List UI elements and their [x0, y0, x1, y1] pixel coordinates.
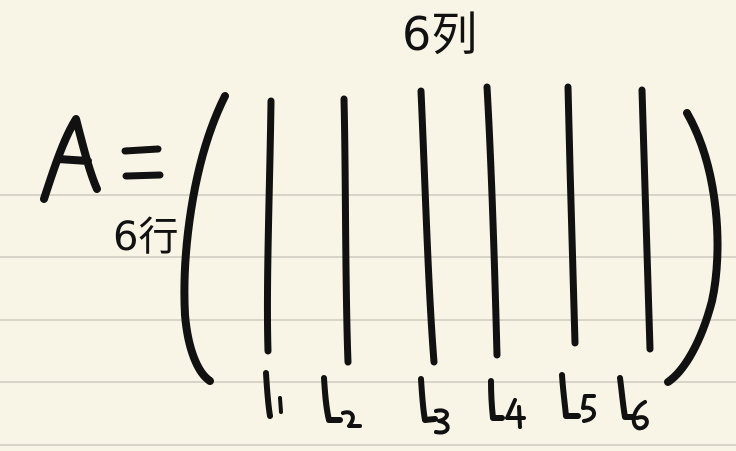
equals-sign: [121, 145, 164, 180]
column-vector-2: [340, 95, 352, 366]
ruled-line: [0, 194, 736, 196]
ruled-line: [0, 381, 736, 383]
ruled-line: [0, 256, 736, 258]
column-vector-4: [483, 83, 501, 359]
rows-label: 6行: [113, 214, 179, 260]
column-vector-1: [263, 97, 275, 355]
ruled-line: [0, 319, 736, 321]
column-vector-label-5: [559, 372, 596, 423]
left-parenthesis: [180, 92, 229, 385]
ruled-line: [0, 444, 736, 446]
column-vector-6: [638, 86, 654, 353]
right-parenthesis: [664, 109, 722, 386]
column-vector-label-3: [418, 376, 450, 435]
columns-label: 6列: [402, 7, 478, 61]
column-vector-label-6: [617, 375, 649, 431]
column-vector-5: [564, 83, 579, 347]
column-vector-label-4: [488, 378, 526, 429]
column-vector-3: [417, 87, 438, 366]
column-vector-label-1: [263, 370, 283, 419]
matrix-symbol-a: [40, 115, 101, 203]
column-vector-label-2: [321, 375, 362, 428]
